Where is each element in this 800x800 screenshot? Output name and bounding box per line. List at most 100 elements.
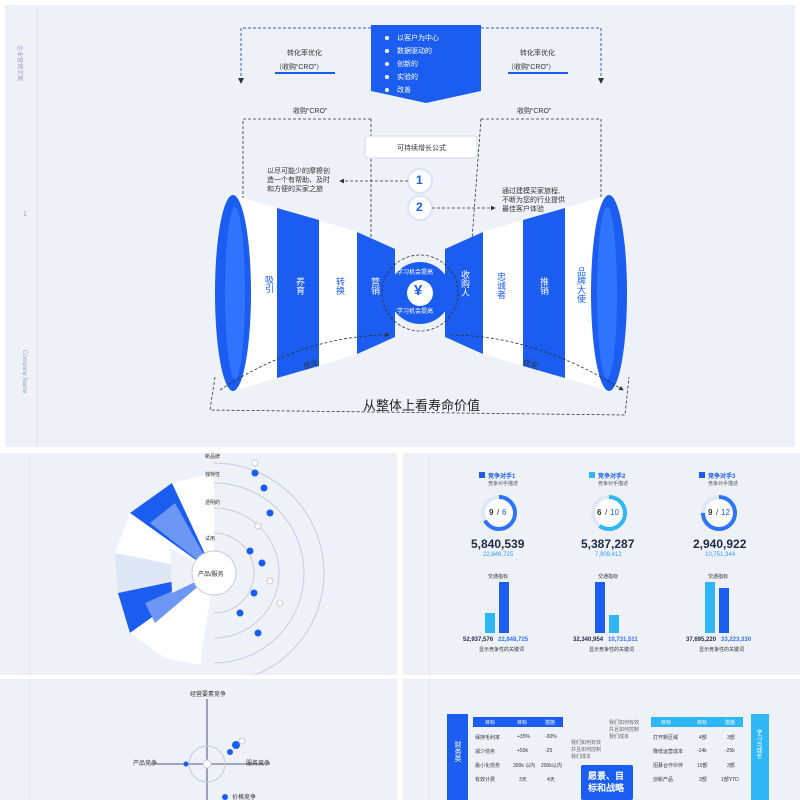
left-conv-underline <box>275 72 335 74</box>
bottom-title: 从整体上看寿命价值 <box>363 398 481 413</box>
radar-slide: 产品/服务 新品牌 独特性 透明的 试用 <box>0 453 397 675</box>
competitor-2-val-a: 32,340,954 <box>573 637 604 643</box>
competitor-1-bar-a <box>485 613 495 633</box>
right-r4-c2: 3部 <box>699 777 707 783</box>
funnel-label-acquirer: 收购人 <box>460 270 470 297</box>
left-r2-c2: +50k <box>517 748 528 754</box>
side-text-bottom: Company Name <box>21 350 27 394</box>
left-acq-label: 收购“CRO” <box>293 108 328 115</box>
left-r2-c3: -25 <box>545 748 553 754</box>
right-table-header <box>651 717 743 727</box>
competitor-3-big: 2,940,922 <box>693 537 747 551</box>
competitor-1-ring <box>481 495 517 531</box>
left-r1-c1: 保持毛利率 <box>475 735 501 741</box>
competitor-3-ratio-sep: / <box>716 508 719 517</box>
competitor-1-sub: 竞争对手描述 <box>488 481 519 487</box>
scatter-diagram <box>29 679 270 800</box>
funnel-label-ambassador: 品牌大使 <box>576 267 586 303</box>
right-conv-underline <box>508 72 568 74</box>
competitor-2-big: 5,387,287 <box>581 537 635 551</box>
radar-center-label: 产品/服务 <box>198 572 224 578</box>
right-r3-c3: 3部 <box>727 763 735 769</box>
competitor-1-ratio-b: 6 <box>502 508 507 517</box>
competitor-1-foot: 显示竞争性的关键词 <box>479 647 525 653</box>
scatter-left-label: 产品竞争 <box>133 761 158 767</box>
right-conv-title: 转化率优化 <box>520 50 555 57</box>
funnel-label-market: 营销 <box>370 277 380 295</box>
competitor-3-small: 10,751,344 <box>705 552 736 558</box>
right-category-bar <box>751 714 769 800</box>
competitor-3-swatch <box>699 472 705 478</box>
competitor-1-val-a: 52,937,576 <box>463 637 494 643</box>
competitor-1-small: 22,848,725 <box>483 552 514 558</box>
left-note-1: 以尽可能少的摩擦创 <box>267 168 330 175</box>
vision-box <box>581 765 633 800</box>
competitor-2-bar-b <box>609 615 619 633</box>
right-note-2: 不断为您的行业提供 <box>502 197 565 204</box>
competitor-1-ratio-sep: / <box>497 508 500 517</box>
competitor-2-swatch <box>589 472 595 478</box>
radar-diagram <box>29 453 325 675</box>
left-r3-c2: 300k 以内 <box>513 763 536 769</box>
right-r3-c1: 招募合作伙伴 <box>653 763 684 769</box>
radar-center <box>191 550 237 596</box>
competitor-1-ratio-a: 9 <box>489 508 494 517</box>
center-goal-box <box>371 25 481 103</box>
left-conv-title: 转化率优化 <box>287 50 322 57</box>
competitor-2-name: 竞争对手2 <box>598 474 626 480</box>
competitor-3-val-a: 37,695,220 <box>686 637 717 643</box>
right-note-1: 通过建模买家旅程, <box>502 188 560 195</box>
right-r2-c3: -25k <box>725 748 735 754</box>
right-r4-c1: 创新产品 <box>653 777 674 783</box>
competitor-2-bar-a <box>595 582 605 633</box>
competitor-1-bar-b <box>499 582 509 633</box>
left-note-2: 造一个有帮助、及时 <box>267 177 330 184</box>
competitor-3-ring <box>701 495 737 531</box>
goal-item-4: 实验的 <box>397 74 418 81</box>
left-th-1: 目标 <box>485 720 496 726</box>
formula-box <box>364 135 478 159</box>
funnel-label-promote: 推销 <box>539 277 549 295</box>
left-r4-c2: 3天 <box>519 777 527 783</box>
right-r2-c2: -14k <box>697 748 707 754</box>
radar-ring-1: 新品牌 <box>205 454 221 460</box>
right-r3-c2: 10部 <box>697 763 708 769</box>
left-note-line-1: 我们如何有效 <box>571 740 602 746</box>
right-r1-c3: 3部 <box>727 735 735 741</box>
radar-fan <box>115 473 214 665</box>
scatter-bottom-label: 价格竞争 <box>232 795 257 800</box>
left-conv-sub: （收购“CRO”） <box>275 64 324 71</box>
right-note-line-1: 我们如何有效 <box>609 720 640 726</box>
goal-item-3: 创新的 <box>397 61 418 68</box>
left-table-header <box>473 717 563 727</box>
competitor-2-val-b: 10,731,511 <box>608 637 638 643</box>
yuan-icon: ¥ <box>414 282 423 299</box>
left-r4-c3: 4天 <box>547 777 555 783</box>
competitor-1-name: 竞争对手1 <box>488 474 516 480</box>
vision-line-2: 标和战略 <box>588 783 625 793</box>
right-acq-label: 收购“CRO” <box>517 108 552 115</box>
funnel-label-convert: 转换 <box>335 277 345 295</box>
formula-label: 可持续增长公式 <box>397 145 446 152</box>
left-funnel <box>215 195 395 391</box>
left-r3-c1: 最小化债务 <box>475 763 501 769</box>
right-note-3: 最佳客户体验 <box>502 206 544 213</box>
step-2-label: 2 <box>416 200 423 214</box>
competitor-2-ratio-b: 10 <box>610 508 619 517</box>
right-r4-c3: 1部YTD <box>721 777 739 783</box>
competitor-1-swatch <box>479 472 485 478</box>
competitor-slide: 竞争对手1 竞争对手描述 9 / 6 5,840,539 22,848,725 … <box>403 453 800 675</box>
right-category-label: 学习与成长 <box>755 729 761 759</box>
left-r1-c2: +35% <box>517 734 530 740</box>
center-bottom-label: 学习机会提高 <box>397 309 434 315</box>
step-1-label: 1 <box>416 173 423 187</box>
competitor-1-val-b: 22,848,725 <box>498 637 529 643</box>
competitor-3-sub: 竞争对手描述 <box>708 481 739 487</box>
scatter-top-label: 经营要素竞争 <box>190 692 227 698</box>
left-th-2: 目标 <box>517 720 528 726</box>
radar-ring-2: 独特性 <box>205 472 221 478</box>
competitor-3-ratio-a: 9 <box>708 508 713 517</box>
side-page-num: 1 <box>23 211 27 218</box>
competitor-2-bar-title: 交通指标 <box>598 574 619 580</box>
right-r1-c1: 打开新区域 <box>653 735 679 741</box>
